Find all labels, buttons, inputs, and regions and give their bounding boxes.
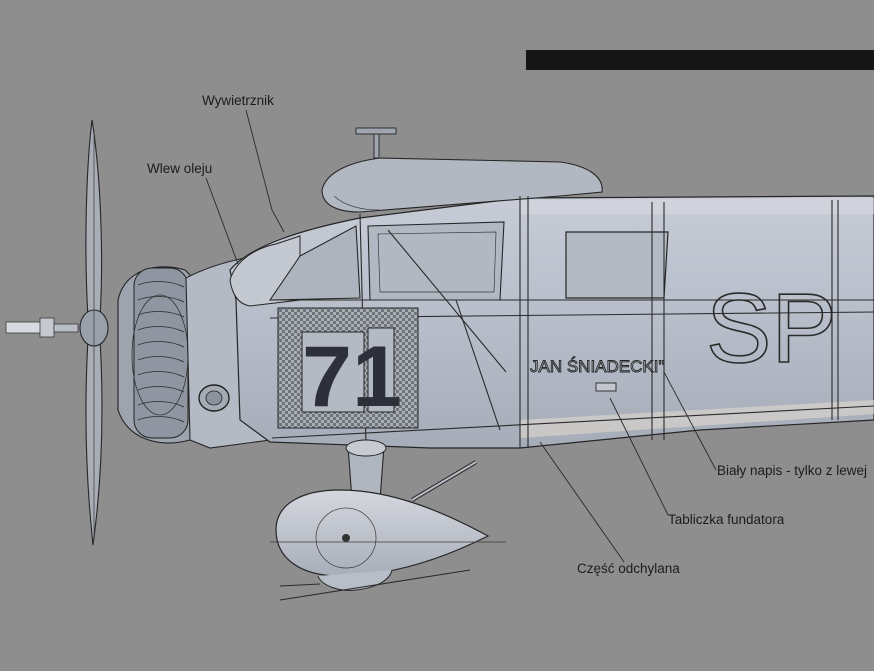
callout-white-lettering: Biały napis - tylko z lewej <box>717 463 867 478</box>
wheel-fairing <box>275 489 490 577</box>
propeller-shaft <box>5 317 79 338</box>
registration-lettering: SP <box>706 273 837 383</box>
side-number-panel <box>277 307 419 429</box>
callout-leaders <box>205 109 717 563</box>
sponsor-plate <box>595 382 617 392</box>
propeller <box>79 119 109 546</box>
callout-hinged-part: Część odchylana <box>577 561 680 576</box>
aircraft-name-lettering: JAN ŚNIADECKI" <box>530 357 665 376</box>
radial-engine <box>117 266 206 444</box>
cockpit-windows <box>268 221 669 301</box>
callout-sponsor-plate: Tabliczka fundatora <box>668 512 785 527</box>
callout-oil-filler: Wlew oleju <box>147 161 212 176</box>
landing-gear <box>270 439 506 601</box>
wing-center-section <box>321 127 603 213</box>
side-number: 71 <box>302 329 402 425</box>
callout-vent: Wywietrznik <box>202 93 274 108</box>
header-bar <box>526 50 874 70</box>
